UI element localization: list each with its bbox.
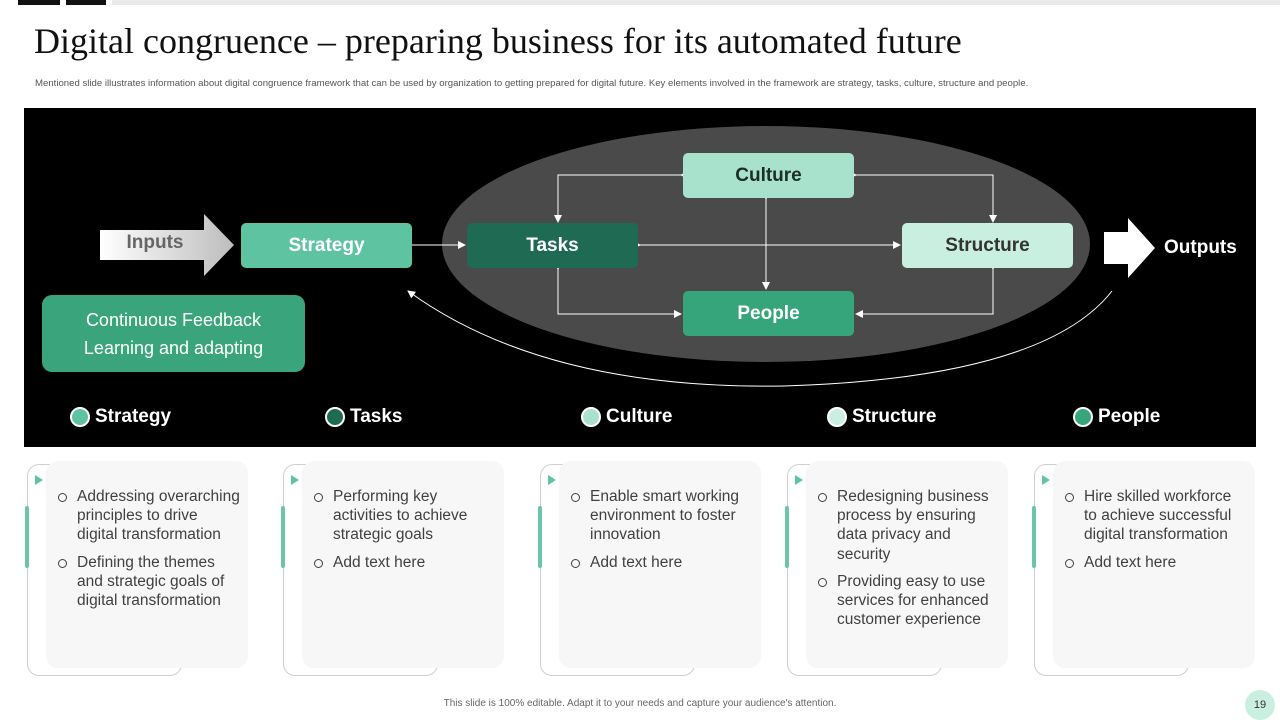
top-strip-dark: [66, 0, 106, 5]
card-list-item: Enable smart working environment to fost…: [571, 487, 753, 545]
footer-note: This slide is 100% editable. Adapt it to…: [443, 698, 837, 709]
card-accent-bar: [1032, 506, 1036, 568]
tasks-box: Tasks: [467, 223, 638, 268]
legend-dot: [70, 407, 90, 427]
legend-item-tasks: Tasks: [325, 406, 402, 428]
legend-item-strategy: Strategy: [70, 406, 171, 428]
card-accent-bar: [538, 506, 542, 568]
card-list-item: Providing easy to use services for enhan…: [818, 572, 1000, 630]
card-list: Hire skilled workforce to achieve succes…: [1053, 461, 1255, 572]
card-arrow-icon: [291, 475, 299, 485]
feedback-loop-arrow: [407, 290, 1113, 387]
card-list: Addressing overarching principles to dri…: [46, 461, 248, 610]
feedback-box: Continuous Feedback Learning and adaptin…: [42, 295, 305, 372]
page-number-badge: 19: [1245, 690, 1275, 720]
legend-dot: [325, 407, 345, 427]
legend-dot: [581, 407, 601, 427]
structure-people-arrow: [855, 262, 997, 318]
slide-subtitle: Mentioned slide illustrates information …: [35, 78, 1029, 89]
card-arrow-icon: [795, 475, 803, 485]
tasks-culture-arrow: [554, 171, 688, 223]
framework-diagram: [100, 126, 1155, 387]
inputs-label: Inputs: [126, 232, 184, 253]
card-arrow-icon: [35, 475, 43, 485]
framework-panel: Inputs Outputs Strategy Tasks Culture Pe…: [24, 108, 1256, 447]
card-list-item: Addressing overarching principles to dri…: [58, 487, 240, 545]
card-list-item: Add text here: [1065, 553, 1247, 572]
legend-item-structure: Structure: [827, 406, 936, 428]
card-accent-bar: [281, 506, 285, 568]
legend-dot: [827, 407, 847, 427]
card-list-item: Add text here: [314, 553, 496, 572]
card-accent-bar: [785, 506, 789, 568]
card-list: Enable smart working environment to fost…: [559, 461, 761, 572]
card-list-item: Hire skilled workforce to achieve succes…: [1065, 487, 1247, 545]
card-strategy: Addressing overarching principles to dri…: [46, 461, 248, 668]
people-box: People: [683, 291, 854, 336]
legend-label: People: [1098, 406, 1161, 427]
legend-label: Structure: [852, 406, 937, 427]
card-arrow-icon: [1042, 475, 1050, 485]
top-strip-dark: [18, 0, 60, 5]
culture-structure-arrow: [849, 171, 997, 223]
card-list-item: Redesigning business process by ensuring…: [818, 487, 1000, 564]
card-arrow-icon: [548, 475, 556, 485]
strategy-box: Strategy: [241, 223, 412, 268]
culture-box: Culture: [683, 153, 854, 198]
card-accent-bar: [25, 506, 29, 568]
top-strip-light: [112, 0, 1280, 5]
feedback-line-1: Continuous Feedback: [85, 309, 262, 330]
card-tasks: Performing key activities to achieve str…: [302, 461, 504, 668]
tasks-people-arrow: [554, 262, 682, 318]
card-people: Hire skilled workforce to achieve succes…: [1053, 461, 1255, 668]
outputs-arrow: [1104, 218, 1155, 278]
legend-dot: [1073, 407, 1093, 427]
card-list: Performing key activities to achieve str…: [302, 461, 504, 572]
card-culture: Enable smart working environment to fost…: [559, 461, 761, 668]
card-list-item: Defining the themes and strategic goals …: [58, 553, 240, 611]
outputs-label: Outputs: [1164, 237, 1237, 258]
legend-label: Culture: [606, 406, 673, 427]
inputs-arrow: [100, 214, 234, 276]
feedback-line-2: Learning and adapting: [83, 337, 264, 358]
slide-title: Digital congruence – preparing business …: [34, 21, 962, 61]
card-list: Redesigning business process by ensuring…: [806, 461, 1008, 629]
card-list-item: Performing key activities to achieve str…: [314, 487, 496, 545]
card-list-item: Add text here: [571, 553, 753, 572]
legend-item-people: People: [1073, 406, 1160, 428]
legend-label: Strategy: [95, 406, 172, 427]
structure-box: Structure: [902, 223, 1073, 268]
legend-label: Tasks: [350, 406, 403, 427]
card-structure: Redesigning business process by ensuring…: [806, 461, 1008, 668]
legend-item-culture: Culture: [581, 406, 673, 428]
